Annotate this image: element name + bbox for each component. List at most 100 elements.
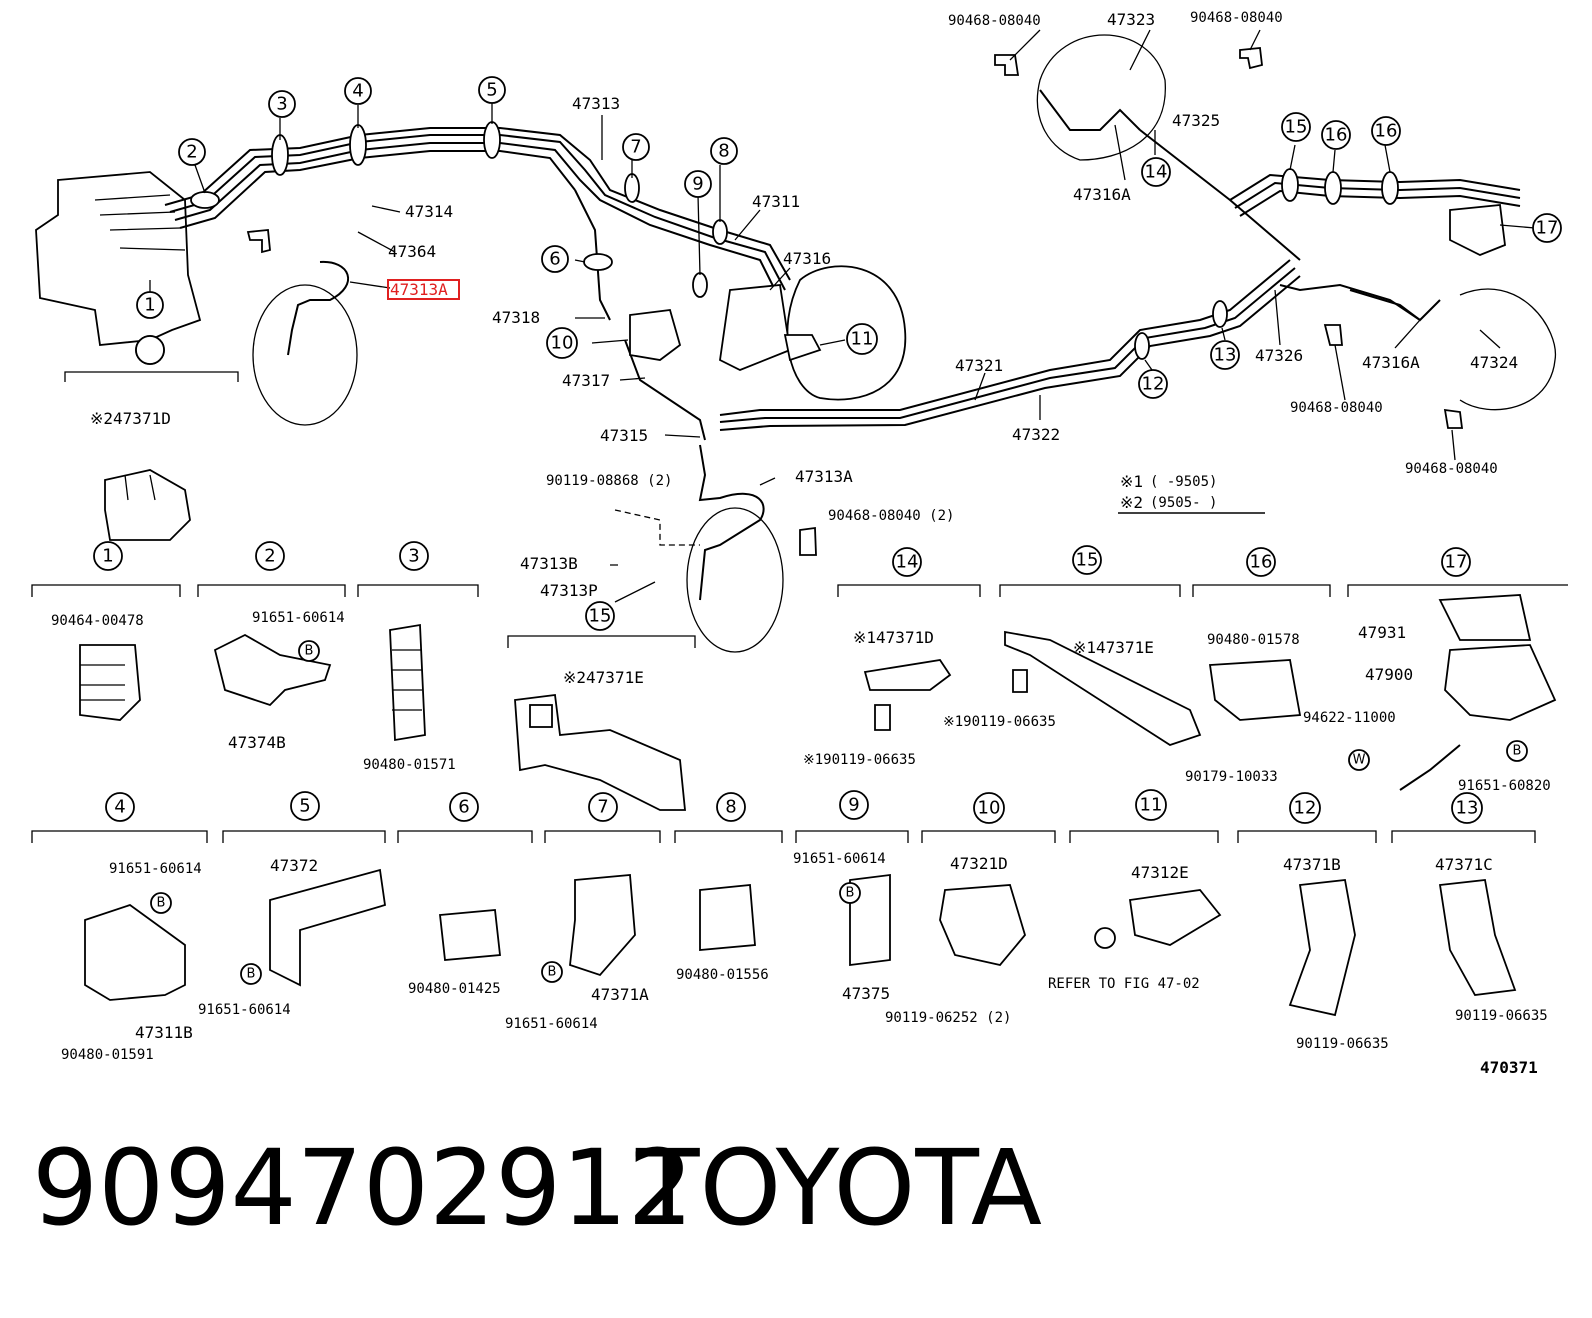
detail-label-20: 91651-60614 — [198, 1002, 291, 1018]
callout-3: 3 — [268, 90, 296, 118]
detail-label-3: 47374B — [228, 733, 286, 752]
label-47323: 47323 — [1107, 10, 1155, 29]
detail-label-11: 47931 — [1358, 623, 1406, 642]
svg-text:2: 2 — [264, 546, 275, 567]
detail-header-7: 7 — [588, 792, 618, 822]
legend-note1-mark: ※1 — [1120, 472, 1143, 491]
detail-header-17: 17 — [1441, 547, 1471, 577]
svg-text:13: 13 — [1214, 345, 1237, 366]
svg-text:B: B — [548, 965, 557, 980]
detail-header-14b: 14 — [892, 547, 922, 577]
detail-parts — [79, 469, 1557, 1017]
detail-label-22: 91651-60614 — [505, 1016, 598, 1032]
detail-label-18: 90480-01591 — [61, 1047, 154, 1063]
svg-text:17: 17 — [1536, 218, 1559, 239]
callout-15: 15 — [1281, 112, 1311, 142]
detail-label-9: ※190119-06635 — [943, 714, 1056, 730]
label-47313p: 47313P — [540, 581, 598, 600]
detail-label-27: 47321D — [950, 854, 1008, 873]
detail-label-23: 47371A — [591, 985, 649, 1004]
label-47325: 47325 — [1172, 111, 1220, 130]
callout-16: 16 — [1321, 120, 1351, 150]
detail-label-24: 90480-01556 — [676, 967, 769, 983]
detail-header-3: 3 — [399, 541, 429, 571]
detail-label-0: ※247371D — [90, 409, 171, 428]
callout-12: 12 — [1138, 369, 1168, 399]
svg-text:17: 17 — [1445, 552, 1468, 573]
highlight-box — [387, 279, 460, 300]
detail-label-31: 47371B — [1283, 855, 1341, 874]
detail-header-15a: 15 — [585, 601, 615, 631]
svg-text:B: B — [305, 644, 314, 659]
label-47315: 47315 — [600, 426, 648, 445]
detail-label-14: 90179-10033 — [1185, 769, 1278, 785]
callout-7: 7 — [622, 133, 650, 161]
svg-text:12: 12 — [1294, 798, 1317, 819]
detail-header-1: 1 — [93, 541, 123, 571]
detail-label-7: ※190119-06635 — [803, 752, 916, 768]
detail-label-2: 91651-60614 — [252, 610, 345, 626]
callout-6: 6 — [541, 245, 569, 273]
detail-header-11: 11 — [1135, 789, 1167, 821]
svg-text:16: 16 — [1375, 121, 1398, 142]
detail-header-16: 16 — [1246, 547, 1276, 577]
svg-text:4: 4 — [114, 797, 125, 818]
svg-text:7: 7 — [630, 137, 641, 158]
detail-header-13: 13 — [1451, 792, 1483, 824]
detail-label-10: 90480-01578 — [1207, 632, 1300, 648]
detail-label-17: 47311B — [135, 1023, 193, 1042]
svg-text:14: 14 — [1145, 162, 1168, 183]
svg-text:11: 11 — [851, 329, 874, 350]
detail-label-16: 91651-60614 — [109, 861, 202, 877]
assembly-callouts: 1 2 3 4 5 6 7 8 9 10 11 12 13 14 14 15 1… — [135, 76, 1562, 399]
label-47314: 47314 — [405, 202, 453, 221]
assembly-labels: 47314 47364 47313A 47313 47311 47316 473… — [387, 10, 1518, 600]
label-47321: 47321 — [955, 356, 1003, 375]
callout-17: 17 — [1532, 213, 1562, 243]
label-47311: 47311 — [752, 192, 800, 211]
callout-5: 5 — [478, 76, 506, 104]
detail-label-34: 90119-06635 — [1455, 1008, 1548, 1024]
detail-header-10: 10 — [973, 792, 1005, 824]
label-47313a-lower: 47313A — [795, 467, 853, 486]
label-90468-08040-b: 90468-08040 — [1190, 10, 1283, 26]
mark-b-9: B — [839, 882, 861, 904]
callout-13: 13 — [1210, 340, 1240, 370]
detail-label-30: REFER TO FIG 47-02 — [1048, 976, 1200, 992]
detail-label-15: 91651-60820 — [1458, 778, 1551, 794]
detail-label-8: ※147371E — [1073, 638, 1154, 657]
svg-text:5: 5 — [486, 80, 497, 101]
detail-label-12: 47900 — [1365, 665, 1413, 684]
mark-b-5: B — [240, 963, 262, 985]
callout-9: 9 — [684, 170, 712, 198]
svg-text:12: 12 — [1142, 374, 1165, 395]
caption-part-number: 9094702912 — [32, 1127, 694, 1249]
svg-text:6: 6 — [549, 249, 560, 270]
svg-text:B: B — [247, 967, 256, 982]
svg-text:10: 10 — [551, 333, 574, 354]
label-47316a-right: 47316A — [1362, 353, 1420, 372]
label-90468-08040-d: 90468-08040 — [1405, 461, 1498, 477]
svg-text:3: 3 — [276, 94, 287, 115]
detail-header-6: 6 — [449, 792, 479, 822]
mark-b-7: B — [541, 961, 563, 983]
svg-text:14: 14 — [896, 552, 919, 573]
svg-text:16: 16 — [1250, 552, 1273, 573]
detail-label-13: 94622-11000 — [1303, 710, 1396, 726]
detail-label-6: ※147371D — [853, 628, 934, 647]
svg-text:8: 8 — [725, 797, 736, 818]
detail-label-25: 91651-60614 — [793, 851, 886, 867]
label-47313a-highlighted[interactable]: 47313A — [390, 280, 448, 299]
label-47324: 47324 — [1470, 353, 1518, 372]
label-90468-08040-2: 90468-08040 (2) — [828, 508, 954, 524]
detail-label-29: 47312E — [1131, 863, 1189, 882]
parts-diagram: 1 2 3 4 5 6 7 8 9 10 11 12 13 14 14 15 1… — [31, 10, 1568, 1077]
svg-text:B: B — [1513, 744, 1522, 759]
detail-labels: ※247371D 90464-00478 91651-60614 47374B … — [51, 409, 1551, 1077]
label-47316: 47316 — [783, 249, 831, 268]
callout-4: 4 — [344, 77, 372, 105]
svg-text:6: 6 — [458, 797, 469, 818]
detail-header-2: 2 — [255, 541, 285, 571]
svg-text:13: 13 — [1456, 798, 1479, 819]
callout-2: 2 — [178, 138, 206, 166]
